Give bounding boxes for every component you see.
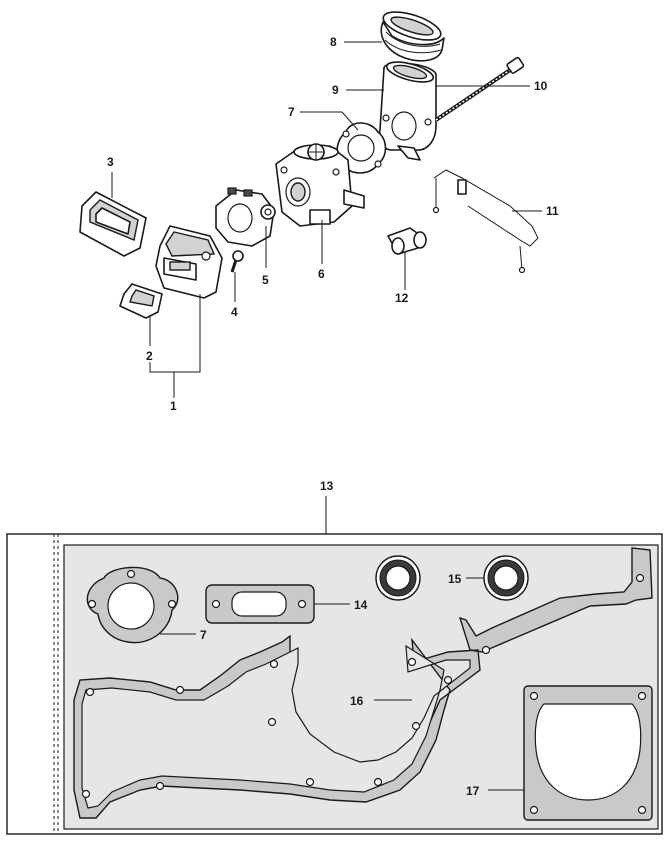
callout-16: 16: [350, 694, 364, 708]
callout-4: 4: [231, 305, 238, 319]
part-8-intake-boot: [380, 11, 445, 62]
part-7-gasket-top: [336, 122, 387, 174]
callout-1: 1: [170, 399, 177, 413]
part-1-filter-housing: [155, 225, 223, 299]
callout-15: 15: [448, 572, 462, 586]
kit-seal-right: [483, 555, 529, 601]
callout-11: 11: [546, 204, 559, 218]
callout-10: 10: [534, 79, 548, 93]
part-3-filter: [79, 191, 147, 257]
kit-gasket-17: [523, 685, 653, 821]
part-4-screw: [230, 250, 244, 273]
upper-leader-lines: [111, 41, 542, 398]
kit-gasket-7: [86, 566, 179, 644]
part-6-carburetor: [275, 143, 365, 227]
part-5-adapter: [215, 187, 276, 247]
kit-gasket-14: [205, 584, 315, 624]
callout-3: 3: [107, 155, 114, 169]
kit-seal-left: [375, 555, 421, 601]
part-12-fitting: [387, 227, 427, 255]
callout-12: 12: [395, 291, 409, 305]
part-11-linkage: [432, 169, 539, 274]
callout-7-kit: 7: [200, 628, 207, 642]
callout-14: 14: [354, 598, 368, 612]
part-2-small-gasket: [119, 283, 163, 319]
callout-6: 6: [318, 267, 325, 281]
callout-9: 9: [332, 83, 339, 97]
kit-gasket-16: [73, 547, 653, 819]
callout-7-top: 7: [288, 105, 295, 119]
callout-17: 17: [466, 784, 480, 798]
callout-5: 5: [262, 273, 269, 287]
part-10-bolt: [434, 56, 525, 122]
callout-2: 2: [146, 349, 153, 363]
callout-8: 8: [330, 35, 337, 49]
callout-13: 13: [320, 479, 334, 493]
part-9-manifold: [378, 61, 437, 161]
